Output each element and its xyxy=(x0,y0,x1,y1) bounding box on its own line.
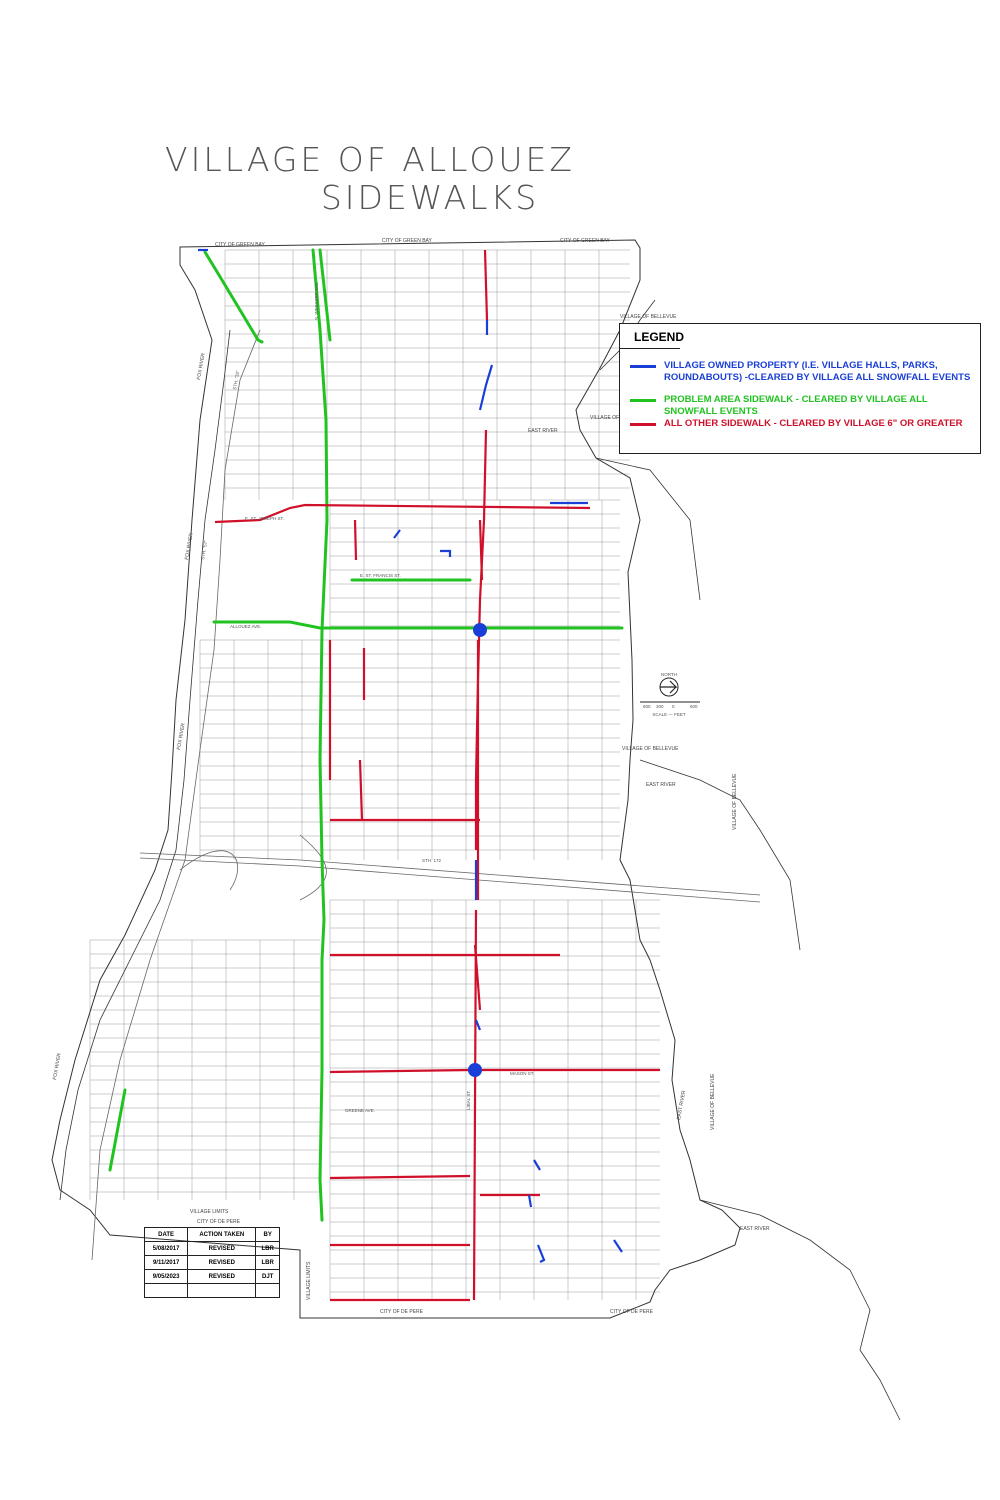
rev-cell: 5/08/2017 xyxy=(143,1241,189,1256)
label-fox-river-1: FOX RIVER xyxy=(196,352,207,380)
street-labels: S. WEBSTER AVE. LIBAL ST. E. ST. JOSEPH … xyxy=(200,281,534,1113)
label-fox-river-3: FOX RIVER xyxy=(176,722,187,750)
problem-area-sidewalks xyxy=(108,248,624,1222)
label-bellevue-4: VILLAGE OF BELLEVUE xyxy=(732,773,738,830)
rev-cell: 9/11/2017 xyxy=(143,1255,189,1270)
table-row: 9/05/2023 REVISED DJT xyxy=(143,1269,280,1284)
table-row xyxy=(143,1283,280,1298)
roundabout-south xyxy=(468,1063,482,1077)
label-de-pere-1: CITY OF DE PERE xyxy=(197,1219,241,1225)
revision-table: DATE ACTION TAKEN BY 5/08/2017 REVISED L… xyxy=(143,1227,280,1298)
roundabout-north xyxy=(473,623,487,637)
east-river-shore xyxy=(595,299,901,1421)
village-boundary xyxy=(51,239,741,1319)
scale-label: SCALE — FEET xyxy=(652,712,686,717)
label-sth-32: STH. "32" xyxy=(232,370,240,391)
label-east-river-3: EAST RIVER xyxy=(676,1090,687,1121)
label-fox-river-2: FOX RIVER xyxy=(184,532,195,560)
label-bellevue-3: VILLAGE OF BELLEVUE xyxy=(622,746,679,752)
legend-divider xyxy=(620,348,680,349)
place-labels: CITY OF GREEN BAY CITY OF GREEN BAY CITY… xyxy=(52,238,770,1315)
label-st-francis: E. ST. FRANCIS ST. xyxy=(360,573,401,578)
rev-cell xyxy=(255,1283,280,1298)
label-sth-57: STH. "57" xyxy=(200,540,208,561)
label-de-pere-2: CITY OF DE PERE xyxy=(380,1309,424,1315)
label-green-bay-1: CITY OF GREEN BAY xyxy=(215,242,265,248)
rev-cell xyxy=(187,1283,257,1298)
rev-cell: REVISED xyxy=(187,1255,257,1270)
label-village-limits-2: VILLAGE LIMITS xyxy=(306,1261,312,1300)
label-libal: LIBAL ST. xyxy=(466,1090,471,1110)
scale-tick-1: 600 xyxy=(643,704,651,709)
label-allouez: ALLOUEZ AVE. xyxy=(230,624,261,629)
legend-swatch-red xyxy=(630,423,656,426)
rev-cell: DJT xyxy=(255,1269,280,1284)
legend-title: LEGEND xyxy=(634,330,685,344)
label-greene: GREENE AVE. xyxy=(345,1108,375,1113)
map-title-line2: SIDEWALKS xyxy=(320,178,540,217)
fox-river-shore xyxy=(59,329,231,1201)
label-bellevue-5: VILLAGE OF BELLEVUE xyxy=(710,1073,716,1130)
label-webster: S. WEBSTER AVE. xyxy=(314,281,319,320)
label-de-pere-3: CITY OF DE PERE xyxy=(610,1309,654,1315)
legend-swatch-blue xyxy=(630,365,656,368)
label-mason: MASON ST. xyxy=(510,1071,534,1076)
table-row: 5/08/2017 REVISED LBR xyxy=(143,1241,280,1256)
scale-tick-4: 600 xyxy=(690,704,698,709)
label-east-river-4: EAST RIVER xyxy=(740,1226,770,1232)
north-label: NORTH xyxy=(661,672,677,677)
rev-header-date: DATE xyxy=(143,1227,189,1242)
label-st-joseph: E. ST. JOSEPH ST. xyxy=(245,516,284,521)
highway-172 xyxy=(139,834,761,903)
scale-tick-2: 300 xyxy=(656,704,664,709)
label-village-limits-1: VILLAGE LIMITS xyxy=(190,1209,229,1215)
label-green-bay-2: CITY OF GREEN BAY xyxy=(382,238,432,244)
table-row: 9/11/2017 REVISED LBR xyxy=(143,1255,280,1270)
rev-cell xyxy=(143,1283,189,1298)
north-arrow: NORTH 600 300 0 600 SCALE — FEET xyxy=(640,672,700,717)
legend-swatch-green xyxy=(630,399,656,402)
rev-header-by: BY xyxy=(255,1227,280,1242)
legend-text-problem-area: PROBLEM AREA SIDEWALK - CLEARED BY VILLA… xyxy=(664,394,928,417)
label-green-bay-3: CITY OF GREEN BAY xyxy=(560,238,610,244)
map-title-line1: VILLAGE OF ALLOUEZ xyxy=(165,140,575,179)
rev-cell: LBR xyxy=(255,1255,280,1270)
village-owned-sidewalks xyxy=(198,248,623,1263)
label-east-river-1: EAST RIVER xyxy=(528,428,558,434)
sth-57-corridor xyxy=(91,329,261,1261)
legend-text-village-owned: VILLAGE OWNED PROPERTY (I.E. VILLAGE HAL… xyxy=(664,360,971,383)
legend-box: LEGEND VILLAGE OWNED PROPERTY (I.E. VILL… xyxy=(619,323,981,454)
label-hwy-172: STH. 172 xyxy=(422,858,442,863)
rev-cell: 9/05/2023 xyxy=(143,1269,189,1284)
scale-tick-3: 0 xyxy=(672,704,675,709)
rev-cell: LBR xyxy=(255,1241,280,1256)
other-sidewalks xyxy=(214,249,660,1302)
street-grid xyxy=(89,249,660,1300)
label-bellevue-2: VILLAGE OF BELLEVUE xyxy=(590,415,647,421)
legend-text-other: ALL OTHER SIDEWALK - CLEARED BY VILLAGE … xyxy=(664,418,963,429)
rev-cell: REVISED xyxy=(187,1241,257,1256)
label-bellevue-1: VILLAGE OF BELLEVUE xyxy=(620,314,677,320)
label-fox-river-4: FOX RIVER xyxy=(52,1052,63,1080)
rev-cell: REVISED xyxy=(187,1269,257,1284)
rev-header-action: ACTION TAKEN xyxy=(187,1227,257,1242)
label-east-river-2: EAST RIVER xyxy=(646,782,676,788)
